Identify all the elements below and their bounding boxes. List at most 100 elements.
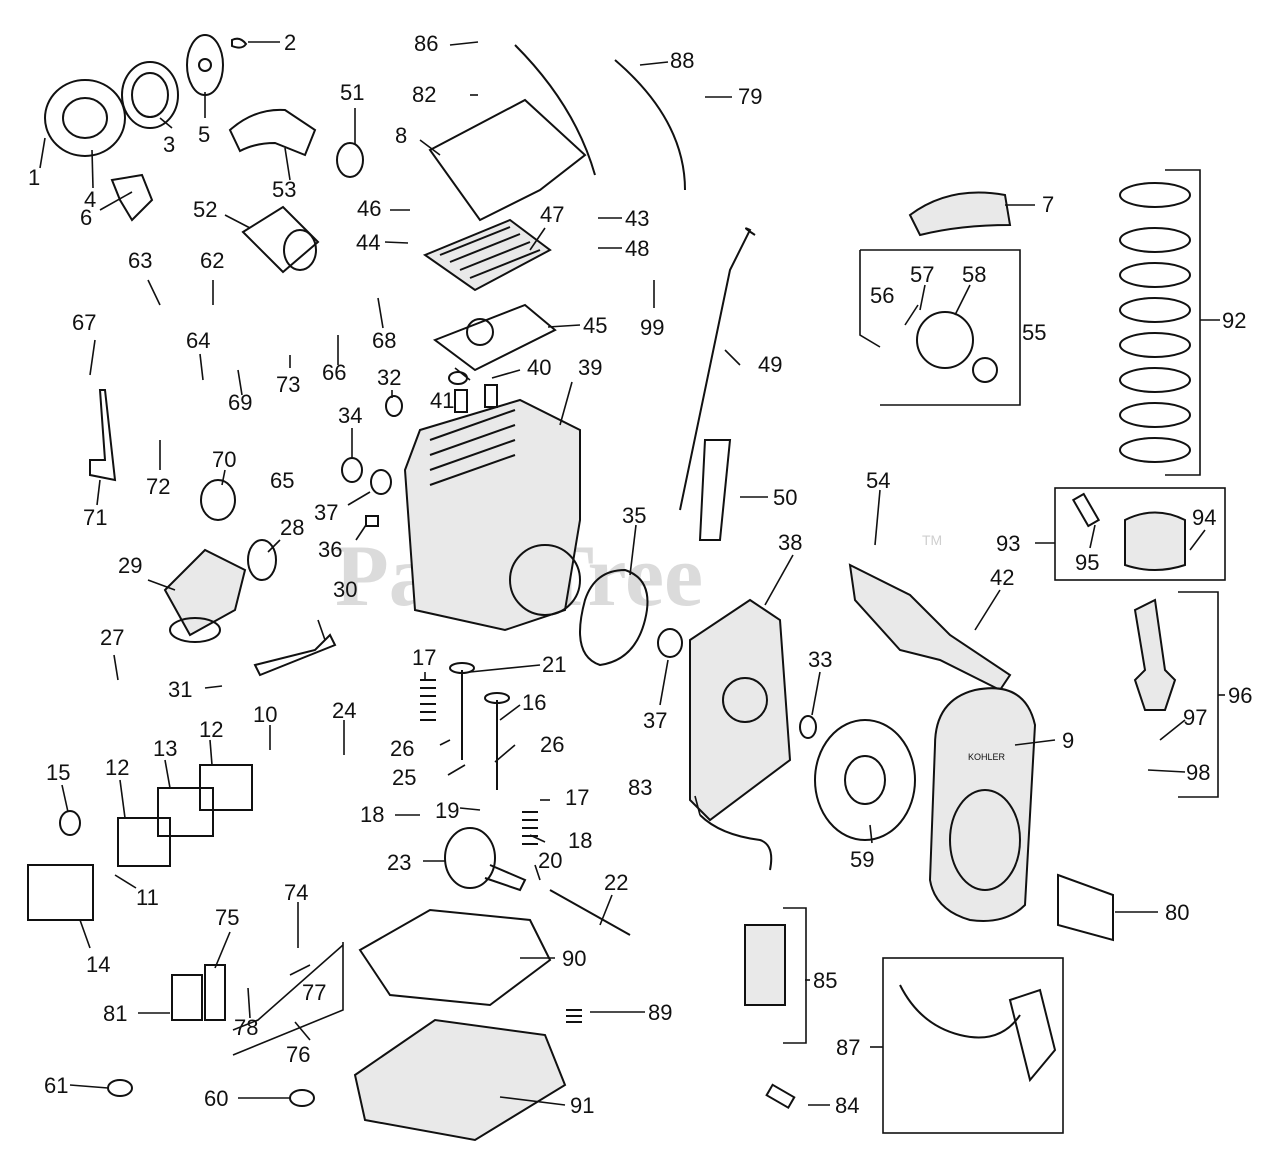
leader-lines xyxy=(39,41,1225,1106)
dipstick xyxy=(679,227,756,511)
callout-75: 75 xyxy=(215,905,239,930)
callout-69: 69 xyxy=(228,390,252,415)
callout-39: 39 xyxy=(578,355,602,380)
kohler-badge: KOHLER xyxy=(968,752,1006,762)
callout-9: 9 xyxy=(1062,728,1074,753)
callout-96: 96 xyxy=(1228,683,1252,708)
callout-60: 60 xyxy=(204,1086,228,1111)
callout-84: 84 xyxy=(835,1093,859,1118)
callout-38: 38 xyxy=(778,530,802,555)
callout-81: 81 xyxy=(103,1001,127,1026)
callout-26-left: 26 xyxy=(390,736,414,761)
callout-44: 44 xyxy=(356,230,380,255)
cylinder-baffle xyxy=(908,191,1012,237)
head-baffle xyxy=(428,98,587,222)
callout-30: 30 xyxy=(333,577,357,602)
callout-11: 11 xyxy=(136,885,159,910)
callout-31: 31 xyxy=(168,677,192,702)
callout-5: 5 xyxy=(198,122,210,147)
bearing-plate-gasket xyxy=(579,568,649,667)
fuel-filter xyxy=(241,205,320,274)
callout-43: 43 xyxy=(625,206,649,231)
callout-61: 61 xyxy=(44,1073,68,1098)
camshaft-gear xyxy=(444,827,496,889)
callout-33: 33 xyxy=(808,647,832,672)
callout-25: 25 xyxy=(392,765,416,790)
callout-62: 62 xyxy=(200,248,224,273)
callout-72: 72 xyxy=(146,474,170,499)
callout-37-right: 37 xyxy=(643,708,667,733)
ignition-coil xyxy=(744,924,786,1006)
callout-14: 14 xyxy=(86,952,110,977)
callout-6: 6 xyxy=(80,205,92,230)
callout-36: 36 xyxy=(318,537,342,562)
governor-lever xyxy=(253,633,337,677)
callout-65: 65 xyxy=(270,468,294,493)
callout-56: 56 xyxy=(870,283,894,308)
callout-26-right: 26 xyxy=(540,732,564,757)
callout-86: 86 xyxy=(414,31,438,56)
callout-47: 47 xyxy=(540,202,564,227)
callout-63: 63 xyxy=(128,248,152,273)
callout-13: 13 xyxy=(153,736,177,761)
callout-4: 4 xyxy=(84,187,96,212)
callout-17-left: 17 xyxy=(412,645,436,670)
plate-12-left xyxy=(117,817,171,867)
callout-89: 89 xyxy=(648,1000,672,1025)
callout-53: 53 xyxy=(272,177,296,202)
callout-37-left: 37 xyxy=(314,500,338,525)
callout-57: 57 xyxy=(910,262,934,287)
callout-90: 90 xyxy=(562,946,586,971)
connecting-rod xyxy=(1133,598,1177,711)
callout-28: 28 xyxy=(280,515,304,540)
callout-67: 67 xyxy=(72,310,96,335)
callout-59: 59 xyxy=(850,847,874,872)
callout-91: 91 xyxy=(570,1093,594,1118)
callout-66: 66 xyxy=(322,360,346,385)
crankshaft xyxy=(848,563,1012,692)
gasket-6 xyxy=(110,173,154,222)
callout-92: 92 xyxy=(1222,308,1246,333)
dipstick-tube xyxy=(698,439,732,541)
callout-8: 8 xyxy=(395,123,407,148)
callout-45: 45 xyxy=(583,313,607,338)
air-cleaner-base xyxy=(186,34,224,96)
cover-plate xyxy=(1057,873,1114,942)
clip xyxy=(231,37,248,49)
bearing-plate xyxy=(689,598,792,822)
callout-74: 74 xyxy=(284,880,308,905)
callout-18-right: 18 xyxy=(568,828,592,853)
callout-46: 46 xyxy=(357,196,381,221)
callout-68: 68 xyxy=(372,328,396,353)
callout-58: 58 xyxy=(962,262,986,287)
callout-79: 79 xyxy=(738,84,762,109)
group-brackets xyxy=(232,169,1226,1134)
callout-77: 77 xyxy=(302,980,326,1005)
callout-21: 21 xyxy=(542,652,566,677)
callout-20: 20 xyxy=(538,848,562,873)
callout-41: 41 xyxy=(430,388,454,413)
callout-24: 24 xyxy=(332,698,356,723)
air-filter-element xyxy=(121,61,179,129)
oil-pan-gasket xyxy=(358,908,552,1007)
cylinder-head xyxy=(422,218,552,292)
hose-clamp xyxy=(336,142,364,178)
callout-64: 64 xyxy=(186,328,210,353)
callout-48: 48 xyxy=(625,236,649,261)
callout-70: 70 xyxy=(212,447,236,472)
callout-22: 22 xyxy=(604,870,628,895)
callout-52: 52 xyxy=(193,197,217,222)
callout-93: 93 xyxy=(996,531,1020,556)
callout-2: 2 xyxy=(284,30,296,55)
callout-35: 35 xyxy=(622,503,646,528)
piston xyxy=(1124,511,1186,571)
callout-12-right: 12 xyxy=(199,717,223,742)
callout-85: 85 xyxy=(813,968,837,993)
callout-29: 29 xyxy=(118,553,142,578)
piston-rings xyxy=(1119,182,1191,463)
plate-14 xyxy=(27,864,94,921)
callout-16: 16 xyxy=(522,690,546,715)
callout-12-left: 12 xyxy=(105,755,129,780)
plate-13 xyxy=(157,787,214,837)
